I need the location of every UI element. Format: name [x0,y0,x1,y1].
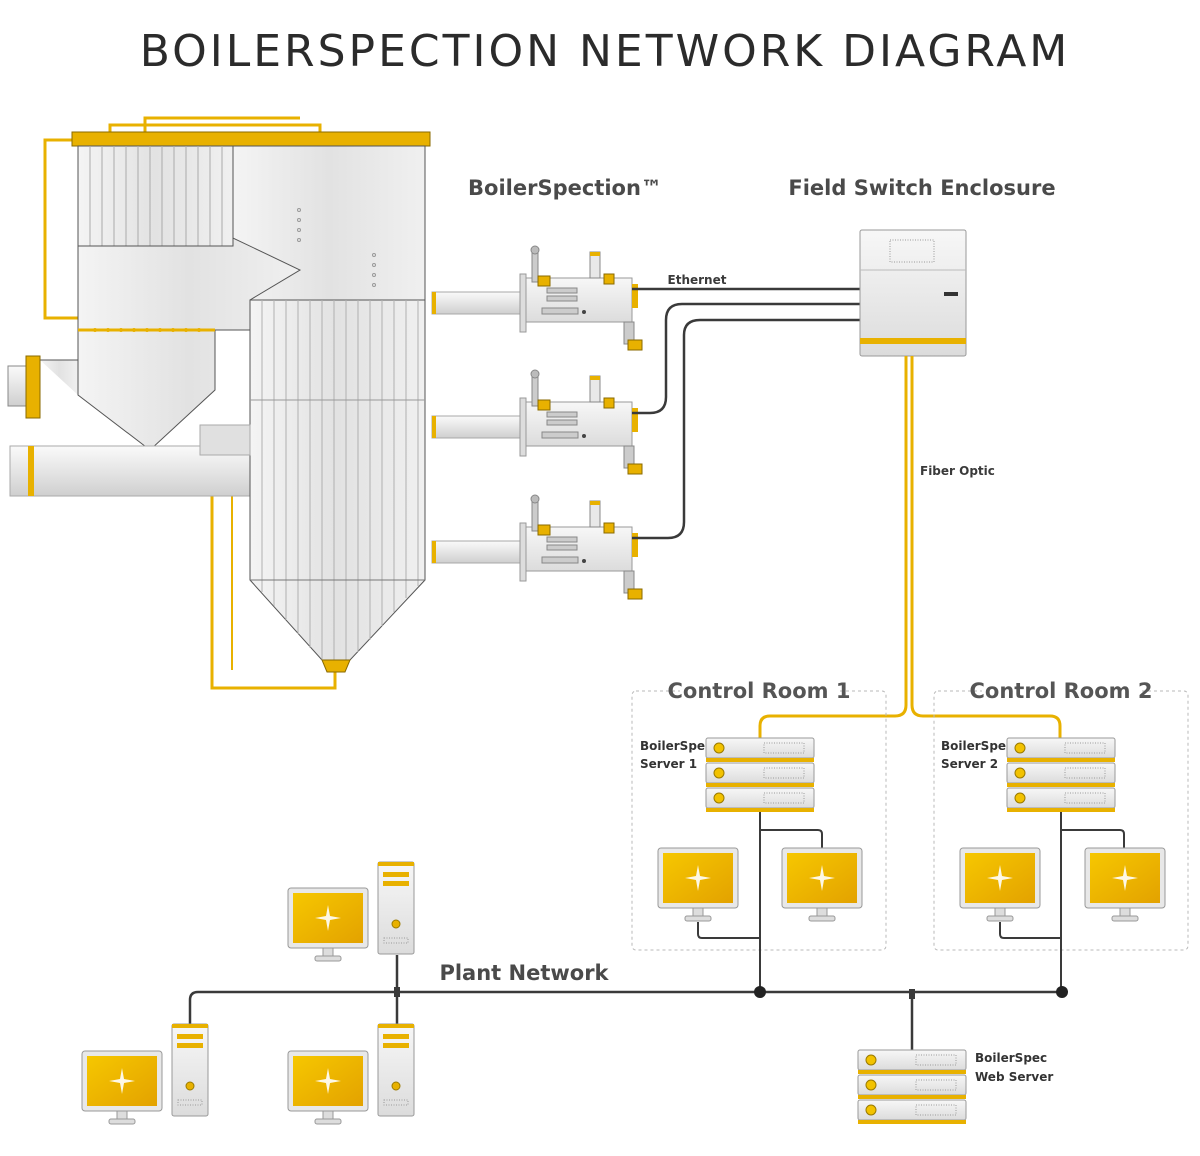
diagram-title: BOILERSPECTION NETWORK DIAGRAM [140,26,1071,77]
rack-server-icon [1006,737,1116,813]
control-room-1-title: Control Room 1 [668,679,851,703]
rack-server-icon [857,1049,967,1125]
monitor-icon [959,847,1041,922]
web-server: BoilerSpec Web Server [857,1049,1053,1125]
field-switch-enclosure-icon [859,229,967,357]
monitor-icon [1084,847,1166,922]
probe-icon-2 [431,369,643,475]
monitor-icon [781,847,863,922]
rack-server-icon [705,737,815,813]
monitor-icon [287,1050,369,1125]
fiber-optic-cables [758,356,1062,738]
plant-network-label: Plant Network [439,961,609,985]
ethernet-cables [632,287,860,540]
control-room-2: Control Room 2 BoilerSpec Server 2 [933,678,1189,990]
probe-icon-1 [431,245,643,351]
field-switch-label: Field Switch Enclosure [788,176,1055,200]
monitor-icon [287,887,369,962]
server-1-label-line2: Server 1 [640,757,697,771]
probe-icon-3 [431,494,643,600]
workstation-top [287,861,415,962]
control-room-1: Control Room 1 BoilerSpec Server 1 [631,678,887,990]
server-1-label-line1: BoilerSpec [640,739,712,753]
monitor-icon [81,1050,163,1125]
workstation-bottom-middle [287,1023,415,1125]
plant-network-bus [188,955,1068,1050]
desktop-tower-icon [171,1023,209,1117]
web-server-label-line1: BoilerSpec [975,1051,1047,1065]
control-room-2-title: Control Room 2 [970,679,1153,703]
boiler-illustration [7,116,431,690]
ethernet-label: Ethernet [668,273,727,287]
workstation-bottom-left [81,1023,209,1125]
web-server-label-line2: Web Server [975,1070,1053,1084]
desktop-tower-icon [377,1023,415,1117]
fiber-optic-label: Fiber Optic [920,464,995,478]
server-2-label-line2: Server 2 [941,757,998,771]
server-2-label-line1: BoilerSpec [941,739,1013,753]
desktop-tower-icon [377,861,415,955]
monitor-icon [657,847,739,922]
probe-group-label: BoilerSpection™ [468,176,662,200]
